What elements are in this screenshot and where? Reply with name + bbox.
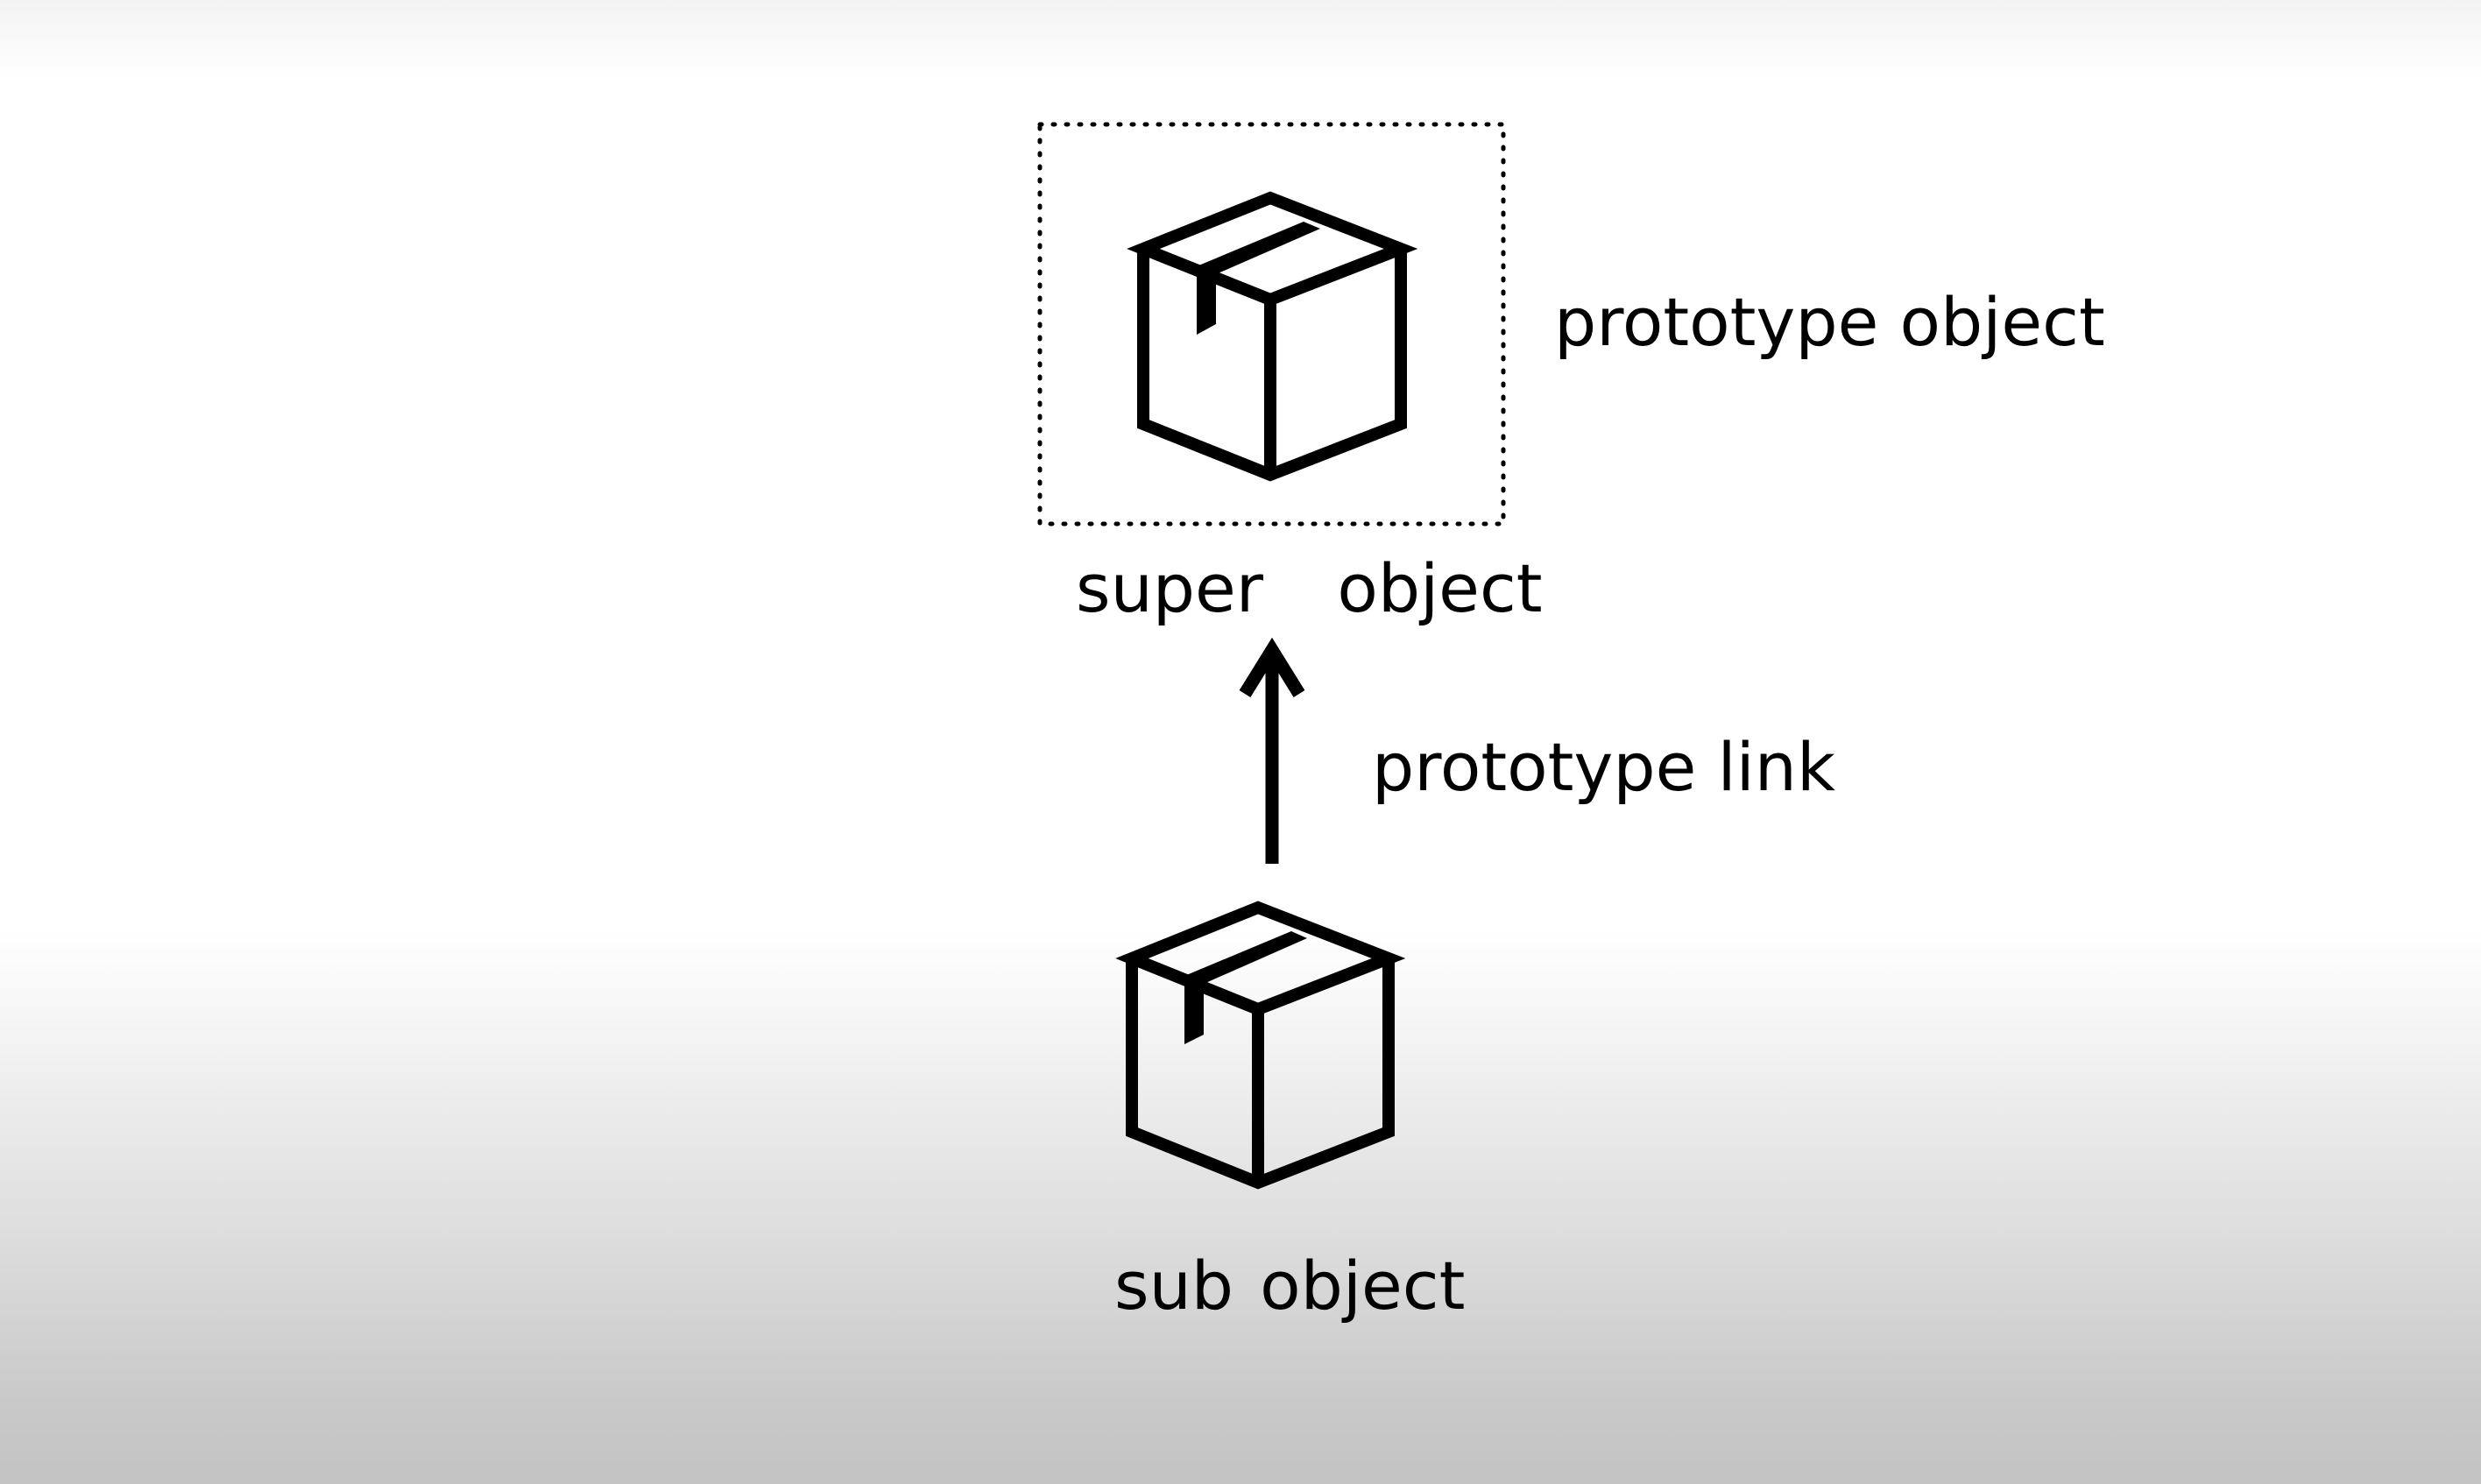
prototype-link-label: prototype link [1372,728,1835,806]
super-object-box-icon [1127,191,1418,482]
sub-object-label: sub object [1114,1247,1466,1325]
prototype-link-arrow-icon [1239,637,1305,864]
sub-object-box-icon [1115,901,1406,1190]
prototype-object-dotted-frame [1037,122,1506,526]
super-object-label: super object [1076,549,1543,627]
prototype-object-label: prototype object [1554,283,2105,361]
